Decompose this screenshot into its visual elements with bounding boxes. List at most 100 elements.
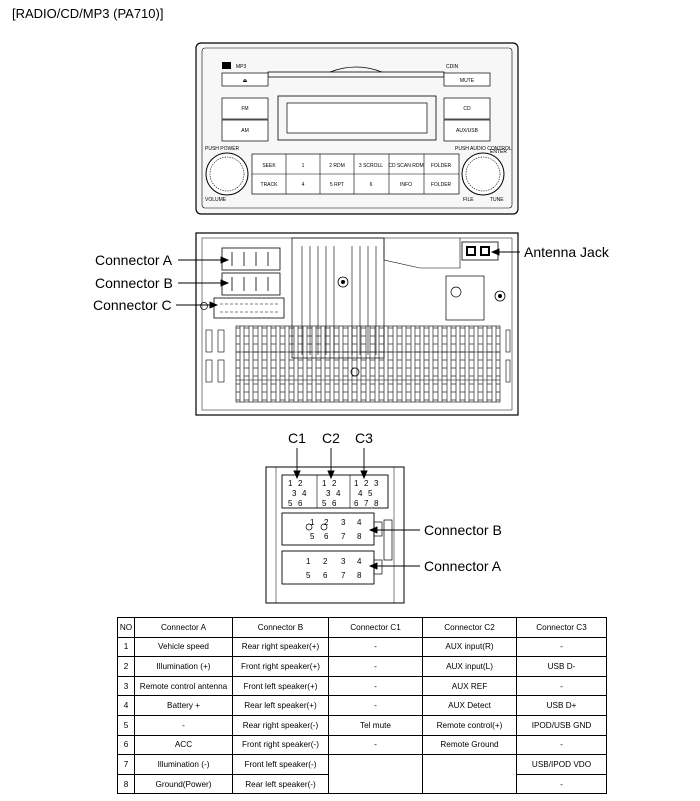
track-button[interactable]: TRACK	[261, 182, 279, 188]
svg-text:6: 6	[354, 499, 359, 508]
cell-connector-c2	[422, 754, 517, 795]
cell-connector-b: Rear left speaker(-)	[232, 773, 329, 795]
cell-connector-c1: -	[328, 656, 423, 677]
cell-connector-c2: Remote Ground	[422, 734, 517, 756]
svg-text:5: 5	[288, 499, 293, 508]
preset-6-button[interactable]: 6	[370, 182, 373, 188]
a-pin-numbers: 1 2 3 4 5 6 7 8	[306, 557, 362, 580]
preset-3-button[interactable]: 3 SCROLL	[359, 163, 383, 169]
cell-connector-c2: Remote control(+)	[422, 714, 517, 736]
cell-connector-a: ACC	[134, 734, 233, 756]
table-row: 5 - Rear right speaker(-) Tel mute Remot…	[117, 714, 607, 736]
svg-text:1: 1	[288, 479, 293, 488]
svg-text:6: 6	[298, 499, 303, 508]
svg-text:FM: FM	[241, 106, 248, 112]
table-row: 6 ACC Front right speaker(-) - Remote Gr…	[117, 734, 607, 756]
svg-text:8: 8	[374, 499, 379, 508]
c-pin-numbers: 1 2 1 2 1 2 3 3 4 3 4 4 5 5 6 5 6 6 7 8	[288, 479, 379, 508]
svg-text:8: 8	[357, 571, 362, 580]
svg-text:7: 7	[341, 571, 346, 580]
preset-2-button[interactable]: 2 RDM	[329, 163, 345, 169]
callout-connector-a: Connector A	[95, 252, 173, 268]
svg-text:⏏: ⏏	[243, 78, 248, 84]
svg-text:6: 6	[324, 532, 329, 541]
label-c3: C3	[355, 430, 373, 446]
cell-no: 6	[117, 734, 135, 756]
cell-connector-c2: AUX Detect	[422, 695, 517, 716]
seek-button[interactable]: SEEK	[262, 163, 276, 169]
cell-connector-c2: AUX input(R)	[422, 636, 517, 658]
svg-text:MP3: MP3	[236, 64, 247, 70]
cell-no: 4	[117, 695, 135, 716]
detail-label-connector-a: Connector A	[424, 558, 502, 574]
header-connector-b: Connector B	[232, 617, 329, 638]
callout-connector-c: Connector C	[93, 297, 172, 313]
folder-up-button[interactable]: FOLDER	[431, 163, 452, 169]
cell-connector-b: Rear left speaker(+)	[232, 695, 329, 716]
info-button[interactable]: INFO	[400, 182, 412, 188]
cell-connector-c3: IPOD/USB GND	[516, 714, 607, 736]
fm-button[interactable]: FM	[221, 97, 269, 120]
folder-down-button[interactable]: FOLDER	[431, 182, 452, 188]
svg-text:2: 2	[332, 479, 337, 488]
cell-connector-c1: -	[328, 675, 423, 697]
preset-4-button[interactable]: 4	[302, 182, 305, 188]
svg-text:TUNE: TUNE	[490, 197, 504, 203]
svg-text:AUX/USB: AUX/USB	[456, 128, 479, 134]
eject-button[interactable]: ⏏	[221, 72, 269, 87]
rear-connector-c	[213, 297, 285, 319]
svg-text:5: 5	[306, 571, 311, 580]
svg-text:CD: CD	[463, 106, 471, 112]
display-frame	[277, 95, 437, 141]
cell-connector-b: Rear right speaker(-)	[232, 714, 329, 736]
rear-antenna-jack	[461, 241, 499, 261]
cell-connector-b: Front right speaker(-)	[232, 734, 329, 756]
table-row: 7 Illumination (-) Front left speaker(-)…	[117, 754, 607, 795]
svg-text:4: 4	[358, 489, 363, 498]
pinout-table: NO Connector A Connector B Connector C1 …	[117, 617, 607, 795]
radio-rear-panel	[195, 232, 519, 416]
cell-connector-c1: -	[328, 734, 423, 756]
svg-text:6: 6	[323, 571, 328, 580]
cell-connector-a: Vehicle speed	[134, 636, 233, 658]
callout-connector-b: Connector B	[95, 275, 173, 291]
table-row: 3 Remote control antenna Front left spea…	[117, 675, 607, 697]
table-row: 2 Illumination (+) Front right speaker(+…	[117, 656, 607, 677]
volume-knob[interactable]	[205, 152, 249, 196]
cell-connector-c2: AUX input(L)	[422, 656, 517, 677]
cell-connector-a: -	[134, 714, 233, 736]
cell-connector-a: Illumination (+)	[134, 656, 233, 677]
header-no: NO	[117, 617, 135, 638]
cell-connector-a: Illumination (-)	[134, 754, 233, 775]
preset-button-grid	[251, 153, 460, 195]
connector-detail	[265, 466, 405, 604]
rear-connector-a	[221, 247, 281, 271]
cell-connector-c3: USB D-	[516, 656, 607, 677]
tune-knob[interactable]	[461, 152, 505, 196]
mp3-logo-icon	[222, 62, 231, 69]
svg-text:6: 6	[332, 499, 337, 508]
cd-button[interactable]: CD	[443, 97, 491, 120]
svg-text:MUTE: MUTE	[460, 78, 475, 84]
cell-connector-a: Ground(Power)	[134, 773, 233, 795]
cell-connector-c3: -	[516, 734, 607, 756]
label-c2: C2	[322, 430, 340, 446]
preset-1-button[interactable]: 1	[302, 163, 305, 169]
mute-button[interactable]: MUTE	[443, 72, 491, 87]
svg-text:CDIN: CDIN	[446, 64, 459, 70]
am-button[interactable]: AM	[221, 119, 269, 142]
cell-no: 5	[117, 714, 135, 736]
cell-connector-c1	[328, 754, 423, 795]
svg-text:PUSH AUDIO CONTROL: PUSH AUDIO CONTROL	[455, 146, 512, 152]
table-row: 8 Ground(Power) Rear left speaker(-) -	[117, 773, 607, 795]
lcd-display	[286, 102, 428, 134]
aux-usb-button[interactable]: AUX/USB	[443, 119, 491, 142]
table-row: 1 Vehicle speed Rear right speaker(+) - …	[117, 636, 607, 658]
svg-text:1: 1	[354, 479, 359, 488]
table-header-row: NO Connector A Connector B Connector C1 …	[117, 617, 607, 638]
preset-5-button[interactable]: 5 RPT	[330, 182, 344, 188]
cd-scan-button[interactable]: CD SCAN RDM	[388, 163, 423, 169]
cell-connector-a: Battery +	[134, 695, 233, 716]
cell-connector-c3: -	[516, 636, 607, 658]
